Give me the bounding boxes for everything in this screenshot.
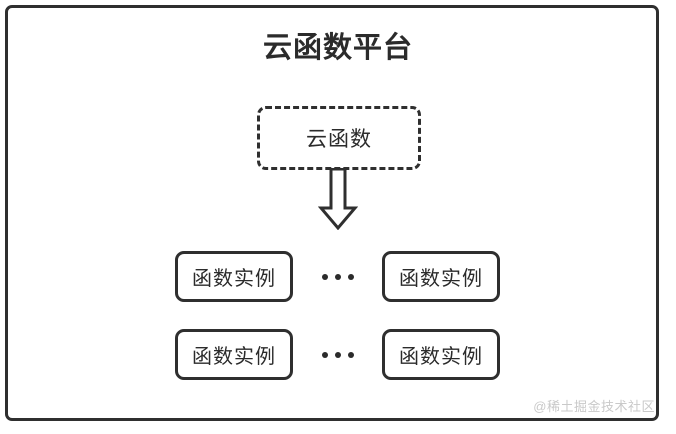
down-arrow-icon — [317, 167, 359, 231]
instance-row: 函数实例 函数实例 — [175, 251, 500, 302]
function-instance-node: 函数实例 — [175, 251, 293, 302]
function-instance-node: 函数实例 — [382, 329, 500, 380]
function-instance-label: 函数实例 — [399, 346, 483, 368]
page-title: 云函数平台 — [262, 32, 413, 64]
function-instance-label: 函数实例 — [192, 268, 276, 290]
function-instance-node: 函数实例 — [382, 251, 500, 302]
watermark: @稀土掘金技术社区 — [533, 399, 655, 414]
ellipsis-dot — [347, 273, 354, 280]
ellipsis-icon — [293, 329, 382, 380]
function-instance-label: 函数实例 — [399, 268, 483, 290]
ellipsis-dot — [321, 351, 328, 358]
function-instance-label: 函数实例 — [192, 346, 276, 368]
ellipsis-icon — [293, 251, 382, 302]
ellipsis-dot — [334, 351, 341, 358]
instance-row: 函数实例 函数实例 — [175, 329, 500, 380]
function-instance-node: 函数实例 — [175, 329, 293, 380]
cloud-function-label: 云函数 — [306, 128, 372, 151]
ellipsis-dot — [321, 273, 328, 280]
ellipsis-dot — [334, 273, 341, 280]
cloud-function-node: 云函数 — [257, 106, 421, 170]
ellipsis-dot — [347, 351, 354, 358]
